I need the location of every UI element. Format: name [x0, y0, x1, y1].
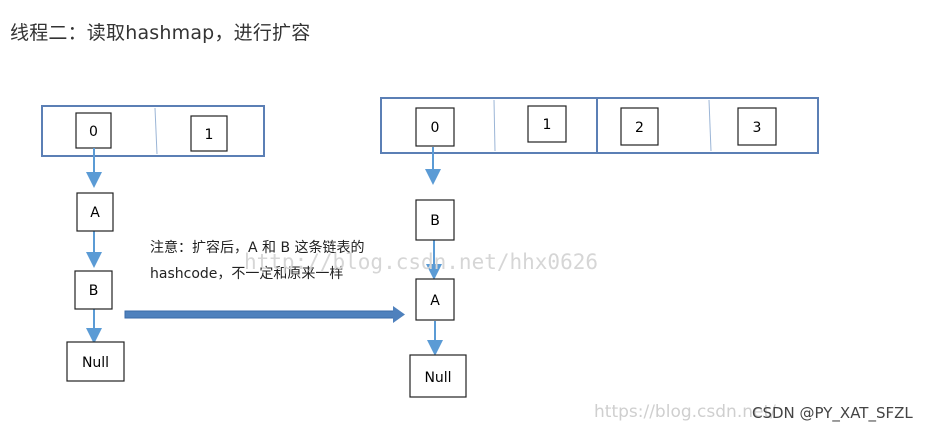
- note-line-1: 注意：扩容后，A 和 B 这条链表的: [150, 239, 365, 256]
- right-slot-2-box: [620, 107, 659, 146]
- right-slot-3-label: 3: [753, 120, 762, 136]
- watermark-footer: https://blog.csdn.net/: [594, 402, 776, 422]
- left-node-null-label: Null: [82, 355, 109, 371]
- left-slot-0-box: [75, 112, 112, 149]
- left-node-null-box: [66, 341, 125, 382]
- right-node-b-box: [415, 199, 455, 241]
- right-node-b-label: B: [430, 213, 440, 229]
- page-title: 线程二：读取hashmap，进行扩容: [10, 22, 311, 44]
- left-slot-1-box: [190, 115, 228, 152]
- left-table-divider: [154, 107, 158, 155]
- right-slot-1-box: [527, 105, 567, 143]
- left-node-b-label: B: [89, 283, 99, 299]
- left-slot-0-label: 0: [89, 124, 98, 140]
- left-table: [41, 105, 265, 157]
- right-node-null-label: Null: [424, 370, 451, 386]
- left-slot-1-label: 1: [205, 127, 214, 143]
- watermark-main: http://blog.csdn.net/hhx0626: [244, 250, 599, 274]
- right-slot-2-label: 2: [635, 120, 644, 136]
- transition-arrow-head: [393, 306, 405, 323]
- right-table-divider-1: [493, 99, 496, 152]
- right-node-a-box: [415, 278, 455, 321]
- left-node-a-box: [76, 192, 114, 232]
- left-node-b-box: [74, 270, 113, 310]
- right-slot-0-label: 0: [431, 120, 440, 136]
- right-node-null-box: [409, 354, 467, 398]
- right-slot-0-box: [415, 107, 455, 147]
- right-table-divider-3: [708, 99, 712, 152]
- csdn-credit: CSDN @PY_XAT_SFZL: [752, 404, 913, 422]
- right-slot-1-label: 1: [543, 117, 552, 133]
- note-line-2: hashcode，不一定和原来一样: [150, 266, 343, 282]
- right-slot-3-box: [737, 107, 777, 146]
- transition-arrow-shaft: [124, 310, 396, 319]
- left-node-a-label: A: [90, 205, 100, 221]
- right-node-a-label: A: [430, 293, 440, 309]
